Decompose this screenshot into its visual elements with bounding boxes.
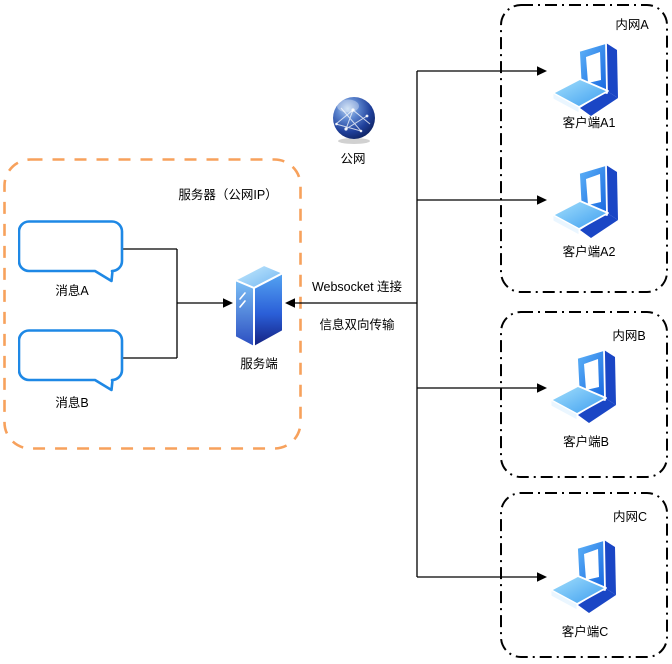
server-zone-boundary [3,158,302,450]
intranet-b-title: 内网B [612,329,646,343]
client-c-label: 客户端C [561,625,609,639]
client-a1-label: 客户端A1 [562,116,616,130]
speech-bubble-icon [18,329,124,392]
websocket-link-label: Websocket 连接 [311,280,403,294]
laptop-icon [552,42,618,116]
client-arrowheads [537,66,547,582]
intranet-a-title: 内网A [615,18,649,32]
server-tower-icon [234,264,284,348]
intranet-a-boundary [500,4,668,293]
arrowhead-to-server-right [285,298,295,308]
server-zone-title: 服务器（公网IP） [178,188,278,202]
laptop-icon [550,349,616,423]
client-trunk [416,70,538,578]
intranet-c-boundary [500,492,668,658]
intranet-b-boundary [500,311,668,478]
intranet-c-title: 内网C [612,510,648,524]
server-label: 服务端 [240,357,278,371]
speech-bubble-icon [18,220,124,283]
message-b-label: 消息B [55,396,89,410]
message-connectors [123,248,224,359]
public-network-label: 公网 [340,152,366,166]
bidirectional-transfer-label: 信息双向传输 [319,318,395,332]
arrowhead-to-server-left [223,298,233,308]
client-b-label: 客户端B [563,435,609,449]
client-a2-label: 客户端A2 [562,245,616,259]
laptop-icon [550,539,616,613]
message-a-label: 消息A [55,284,89,298]
laptop-icon [552,164,618,238]
globe-icon [333,97,375,144]
